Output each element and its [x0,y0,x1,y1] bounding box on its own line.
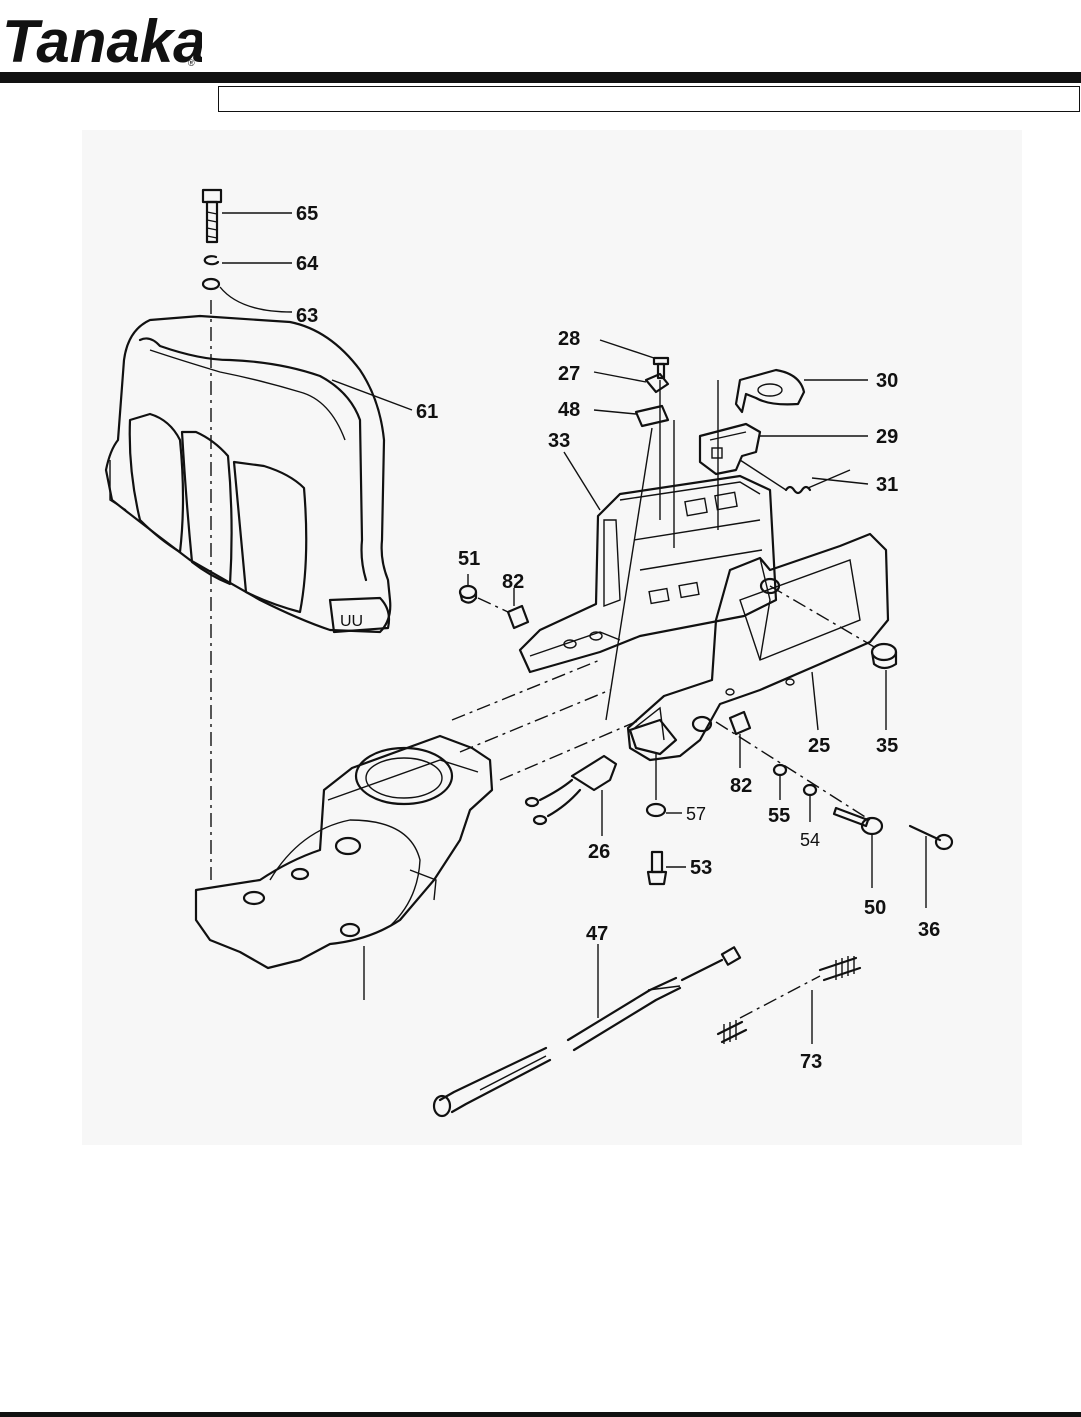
callout-31: 31 [876,474,898,496]
callout-29: 29 [876,426,898,448]
callout-30: 30 [876,370,898,392]
front-handle-guard-61: UU [104,314,392,634]
bolt-65 [201,188,223,244]
callout-64: 64 [296,253,319,275]
cap-35 [870,642,898,670]
tanaka-logo: Tanaka ® [2,8,202,70]
bolt-53 [646,850,668,886]
pin-82-upper [506,604,530,630]
spring-31 [784,485,812,495]
screw-36 [908,824,954,851]
callout-36: 36 [918,919,940,941]
callout-47: 47 [586,923,608,945]
stop-switch-26 [524,754,618,826]
callout-48: 48 [558,399,580,421]
gear-housing [194,734,494,970]
callout-82-lower: 82 [730,775,752,797]
exploded-parts-diagram: 65 64 63 UU 61 [82,130,1022,1145]
registered-mark: ® [188,58,195,68]
brand-name: Tanaka [2,8,202,70]
callout-27: 27 [558,363,580,385]
throttle-cable-47 [432,946,742,1118]
pin-82-lower [728,710,752,736]
callout-33: 33 [548,430,570,452]
callout-51: 51 [458,548,480,570]
nut-27 [644,372,670,394]
spring-washer-64 [203,255,220,266]
screw-28 [652,356,670,380]
callout-54: 54 [800,830,820,850]
washer-54 [802,783,818,797]
callout-53: 53 [690,857,712,879]
callout-61: 61 [416,401,438,423]
blade-frame-25 [626,532,890,762]
throttle-trigger-30 [734,368,806,414]
parts-drawing: 65 64 63 UU 61 [104,188,954,1118]
callout-55: 55 [768,805,790,827]
callout-50: 50 [864,897,886,919]
callout-28: 28 [558,328,580,350]
callout-35: 35 [876,735,898,757]
svg-text:UU: UU [340,613,363,630]
washer-63 [201,277,221,291]
callout-57: 57 [686,804,706,824]
lever-29 [698,422,762,476]
callout-26: 26 [588,841,610,863]
washer-55 [772,763,788,777]
header-rule [0,72,1081,83]
footer-rule [0,1412,1081,1417]
switch-bracket [628,718,678,756]
tube-73 [716,956,862,1044]
callout-65: 65 [296,203,318,225]
plate-48 [634,404,670,428]
page-title-box [218,86,1080,112]
callout-25: 25 [808,735,830,757]
callout-63: 63 [296,305,318,327]
bushing-51 [458,584,478,604]
callout-82-upper: 82 [502,571,524,593]
handle-housing-33 [518,474,778,674]
callout-73: 73 [800,1051,822,1073]
washer-57 [645,802,667,818]
